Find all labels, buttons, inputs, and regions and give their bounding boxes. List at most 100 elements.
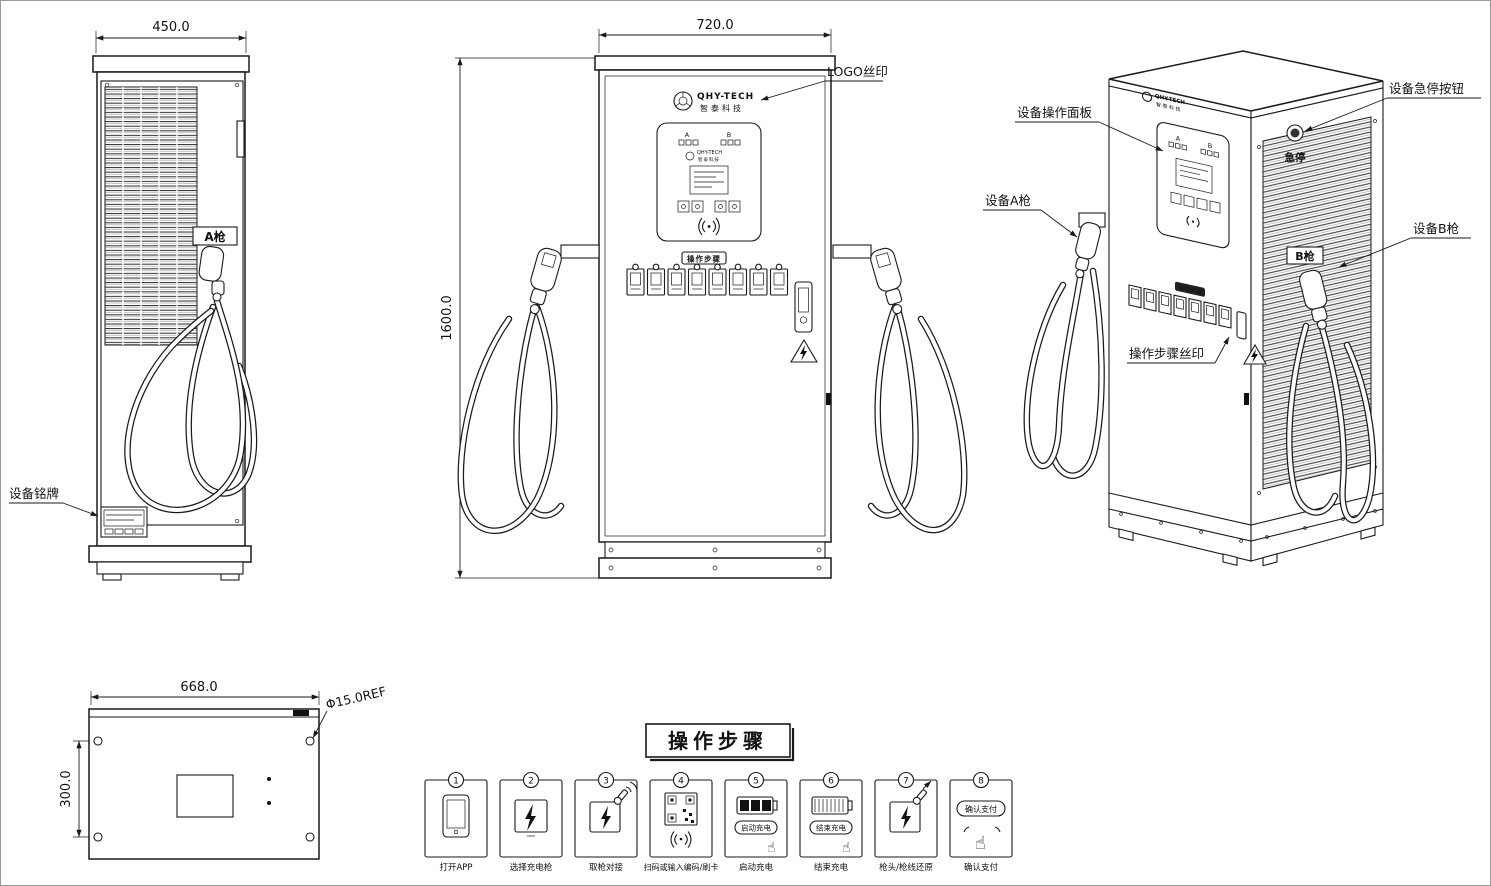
louver-columns — [122, 87, 178, 345]
base-skirt — [96, 561, 244, 575]
base-width-dimension: 668.0 — [180, 680, 217, 695]
start-charge-button — [734, 820, 778, 835]
steps-strip-title: 操作步骤 — [687, 254, 721, 264]
emergency-stop-button: 急停 — [1285, 124, 1307, 164]
warning-triangle-icon — [790, 338, 818, 363]
operation-panel: A B QHY-TECH 智泰科技 — [656, 122, 762, 242]
step-number: 1 — [453, 777, 459, 787]
steps-silk-print-iso: 操作步骤 — [1128, 281, 1247, 340]
isometric-view: QHY-TECH 智泰科技 A B 操作步骤 — [983, 50, 1481, 567]
confirm-pay-button-label: 确认支付 — [965, 804, 997, 814]
estop-note: 设备急停按钮 — [1389, 81, 1464, 96]
mounting-hole — [93, 832, 103, 842]
panel-screen — [1175, 157, 1213, 194]
step-box-2: 2 选择充电枪 — [499, 771, 563, 873]
brand-name-en: QHY-TECH — [697, 92, 754, 102]
cabinet-base — [598, 557, 832, 579]
hinge-detail — [236, 120, 245, 158]
mounting-hole — [305, 736, 315, 746]
gun-b-holster — [1286, 246, 1324, 265]
warning-triangle-icon — [1243, 343, 1267, 365]
hand-pointer-icon: ☝ — [767, 840, 776, 856]
step-number: 4 — [678, 777, 684, 787]
step-box-8: 8 确认支付 ☝ 确认支付 — [949, 771, 1013, 873]
cabinet-top-cap — [92, 55, 250, 73]
device-nameplate — [100, 506, 148, 538]
cable-entry-cutout — [176, 774, 234, 818]
mounting-hole — [305, 832, 315, 842]
step-label: 启动充电 — [739, 862, 774, 873]
contactless-icon — [1186, 215, 1200, 228]
step-number: 3 — [603, 777, 609, 787]
step-number: 2 — [528, 777, 534, 787]
gun-cable — [457, 303, 558, 534]
cabinet-base — [88, 545, 252, 563]
step-label: 确认支付 — [964, 862, 999, 873]
operation-steps-panel: 操作步骤 1 打开APP 2 选择充电枪 3 — [424, 723, 1013, 873]
port-a-label: A — [1176, 134, 1181, 143]
door-lock — [826, 393, 831, 405]
phone-icon — [442, 794, 470, 838]
step-box-3: 3 取枪对接 — [574, 771, 638, 873]
lightning-icon — [525, 804, 536, 831]
card-reader — [794, 281, 813, 333]
gun-bracket — [832, 244, 872, 259]
estop-label: 急停 — [1285, 151, 1307, 164]
gun-b-note: 设备B枪 — [1413, 221, 1460, 236]
charging-gun-a-iso — [1075, 222, 1101, 279]
contactless-icon — [698, 217, 720, 236]
panel-logo-icon — [685, 151, 695, 161]
panel-note: 设备操作面板 — [1017, 105, 1093, 120]
step-label: 扫码或输入编码/刷卡 — [644, 862, 719, 872]
step-box-6: 6 结束充电 ☝ 结束充电 — [799, 771, 863, 873]
base-depth-dimension: 300.0 — [59, 770, 74, 807]
contactless-icon — [670, 831, 692, 848]
front-width-dimension: 720.0 — [696, 18, 733, 33]
plug-icon — [613, 789, 628, 805]
gun-a-label: A枪 — [204, 229, 225, 244]
door-lock — [1244, 393, 1249, 405]
panel-brand-cn: 智泰科技 — [698, 156, 720, 163]
side-width-dimension: 450.0 — [152, 20, 189, 35]
step-label: 选择充电枪 — [510, 862, 553, 873]
panel-brand-en: QHY-TECH — [697, 150, 722, 156]
card-reader — [1236, 311, 1247, 340]
step-box-7: 7 枪头/枪线还原 — [874, 771, 938, 873]
charging-gun-b-iso — [1299, 269, 1328, 330]
qr-code-icon — [664, 792, 698, 826]
gun-a-note: 设备A枪 — [985, 193, 1032, 208]
side-view: 450.0 A枪 — [9, 20, 258, 581]
gun-b-label: B枪 — [1295, 249, 1314, 263]
step-label: 枪头/枪线还原 — [879, 862, 933, 873]
stop-charge-button — [809, 820, 853, 835]
cabinet-top-cap — [594, 55, 836, 71]
step-number: 8 — [978, 777, 984, 787]
hole-ref-note: Φ15.0REF — [324, 683, 387, 711]
step-label: 结束充电 — [814, 862, 849, 873]
port-a-label: A — [685, 131, 690, 139]
step-box-4: 4 扫码或输入编码/刷卡 — [644, 771, 719, 872]
logo-note: LOGO丝印 — [827, 64, 888, 79]
gun-cable — [874, 303, 968, 534]
panel-screen — [689, 165, 729, 195]
brand-name-cn: 智泰科技 — [700, 103, 744, 113]
steps-title-box — [645, 723, 791, 758]
mounting-hole — [93, 736, 103, 746]
steps-silk-print: 操作步骤 — [626, 251, 789, 296]
port-b-label: B — [727, 131, 731, 139]
step-label: 打开APP — [439, 862, 472, 873]
step-number: 5 — [753, 777, 759, 787]
hand-pointer-icon: ☝ — [975, 833, 986, 854]
base-skirt — [604, 541, 826, 559]
front-height-dimension: 1600.0 — [440, 295, 455, 341]
step-box-5: 5 启动充电 ☝ 启动充电 — [724, 771, 788, 873]
battery-icon — [811, 796, 853, 815]
confirm-pay-button — [956, 800, 1006, 817]
steps-print-note: 操作步骤丝印 — [1129, 346, 1204, 361]
brand-logo-front: QHY-TECH 智泰科技 — [673, 91, 754, 113]
charging-gun-a: A枪 — [192, 226, 238, 302]
charging-gun-right — [870, 247, 903, 315]
port-b-label: B — [1208, 142, 1213, 151]
